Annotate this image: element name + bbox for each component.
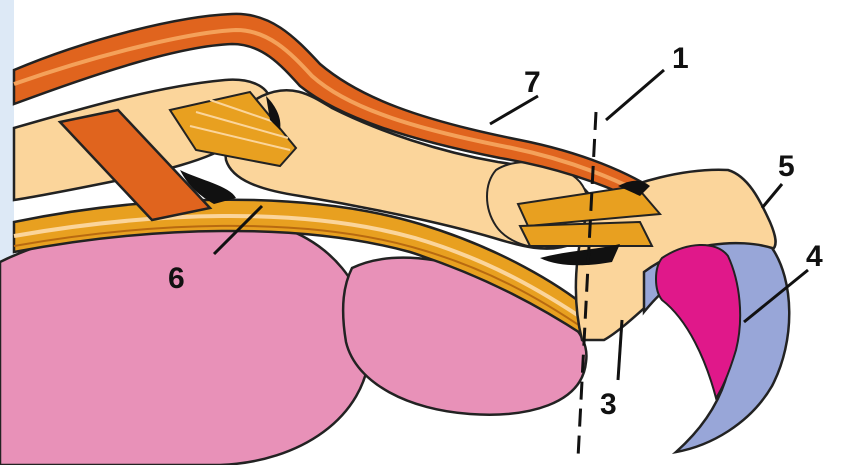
leader-7 xyxy=(490,96,538,124)
label-7: 7 xyxy=(524,66,541,99)
label-5: 5 xyxy=(778,150,795,183)
leader-1 xyxy=(606,70,664,120)
large-pad xyxy=(0,219,370,465)
label-3: 3 xyxy=(600,388,617,421)
label-1: 1 xyxy=(672,42,689,75)
label-6: 6 xyxy=(168,262,185,295)
claw-quick xyxy=(656,245,740,398)
label-4: 4 xyxy=(806,240,823,273)
leader-5 xyxy=(762,184,782,208)
